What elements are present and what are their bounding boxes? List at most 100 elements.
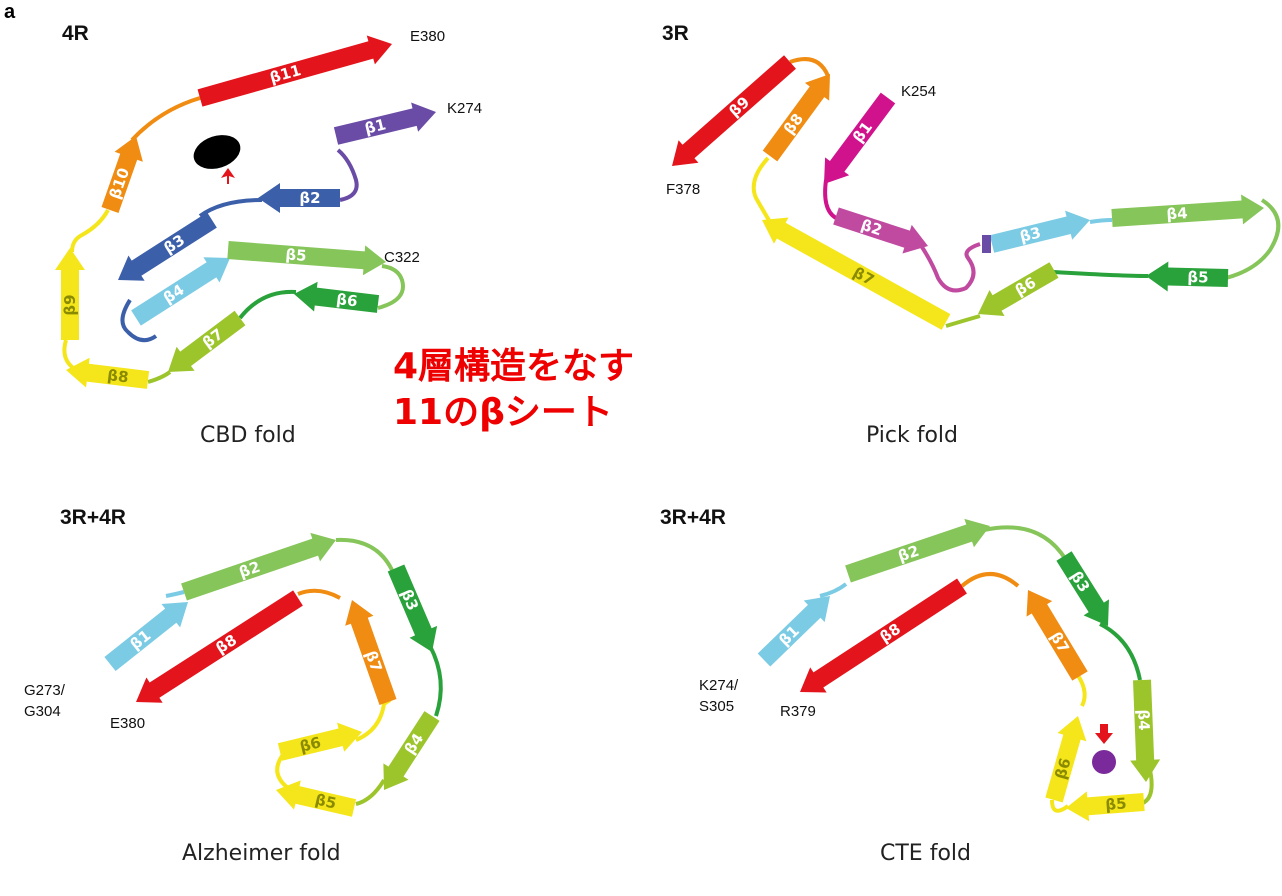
cbd-strand-label: β11 — [268, 61, 303, 87]
cte-loop-1-2 — [819, 582, 848, 598]
alz-loop-3-4 — [428, 645, 443, 717]
pick-fold-name: Pick fold — [866, 423, 958, 448]
pick-strand-beta2: β2 — [833, 207, 929, 254]
pick-loop-4-5 — [1225, 198, 1281, 280]
pick-strand-label: β5 — [1187, 268, 1209, 287]
cte-residue-start-1: K274/ — [699, 677, 739, 694]
alz-residue-start-1: G273/ — [24, 682, 66, 699]
cte-loop-7-8 — [960, 572, 1020, 588]
cte-strand-beta8: β8 — [799, 578, 967, 693]
panel-cte-fold: 3R+4R β1 β2 β3 β4 β5 β6 β7 β8 K274/ S305 R379 C… — [660, 506, 1161, 866]
alz-fold-name: Alzheimer fold — [182, 841, 341, 866]
cbd-fold-name: CBD fold — [200, 423, 296, 448]
annotation-line-1: 4層構造をなす — [393, 346, 634, 387]
cte-density-arrow-icon — [1095, 724, 1113, 744]
pick-loop-1-2 — [823, 179, 838, 220]
pick-strand-beta4: β4 — [1111, 194, 1265, 227]
alz-strand-label: β2 — [237, 558, 263, 582]
pick-strand-label: β2 — [859, 216, 885, 240]
cbd-strand-label: β5 — [285, 245, 307, 265]
cte-strand-beta4: β4 — [1130, 679, 1161, 782]
panel-letter: a — [4, 1, 16, 23]
pick-strand-beta5: β5 — [1145, 261, 1229, 292]
cbd-strand-label: β10 — [106, 165, 133, 201]
cte-strand-label: β2 — [896, 542, 922, 566]
alz-strand-beta7: β7 — [345, 599, 397, 705]
cbd-strand-label: β2 — [299, 189, 320, 207]
alz-loop-4-5 — [355, 778, 386, 806]
cte-loop-2-3 — [983, 525, 1068, 562]
pick-loop-6-7 — [945, 314, 981, 328]
pick-loop-5-6 — [1053, 270, 1149, 278]
cbd-strand-beta5: β5 — [227, 241, 386, 276]
cbd-loop-9-10 — [70, 209, 110, 253]
cbd-strand-label: β1 — [363, 115, 388, 137]
alz-strand-label: β6 — [298, 733, 323, 756]
alz-strand-beta3: β3 — [387, 564, 438, 653]
cte-strand-beta3: β3 — [1056, 551, 1109, 626]
cbd-strand-beta7: β7 — [168, 310, 246, 373]
cbd-loop-8-9 — [62, 339, 78, 372]
cbd-loop-7-8 — [147, 370, 172, 384]
cbd-residue-e380: E380 — [410, 28, 445, 45]
pick-strand-label: β3 — [1018, 223, 1043, 246]
alz-loop-7-8 — [297, 588, 341, 600]
cte-strand-label: β4 — [1134, 709, 1153, 731]
cbd-strand-beta1: β1 — [333, 102, 437, 145]
cbd-strand-label: β9 — [61, 294, 79, 315]
pick-loop-2-3 — [918, 242, 981, 293]
cte-fold-name: CTE fold — [880, 841, 971, 866]
cte-strand-label: β6 — [1051, 756, 1074, 781]
cbd-strand-label: β6 — [335, 290, 358, 310]
cbd-loop-6-7 — [238, 289, 297, 320]
cbd-loop-1-2 — [336, 148, 359, 202]
alz-loop-1-2 — [165, 590, 185, 598]
cbd-loop-5-6 — [377, 264, 405, 310]
cte-strand-beta2: β2 — [845, 518, 990, 583]
cbd-strand-beta9: β9 — [55, 248, 85, 340]
cbd-strand-beta11: β11 — [197, 35, 392, 107]
cte-strand-beta5: β5 — [1066, 791, 1145, 822]
pick-strand-beta3: β3 — [989, 210, 1091, 253]
cbd-residue-c322: C322 — [384, 249, 420, 266]
alz-strand-beta2: β2 — [181, 532, 337, 601]
cbd-loop-10-11 — [130, 96, 201, 142]
cte-isoform-label: 3R+4R — [660, 506, 726, 529]
pick-loop-8-9 — [789, 57, 830, 77]
alz-loop-6-7 — [355, 698, 392, 742]
cte-loop-3-4 — [1099, 622, 1142, 681]
alz-residue-e380: E380 — [110, 715, 145, 732]
pick-loop-7-8 — [751, 156, 772, 224]
cte-strand-beta1: β1 — [757, 595, 831, 667]
pick-loop-3-4 — [1089, 218, 1113, 224]
annotation-line-2: 11のβシート — [393, 392, 613, 433]
cte-strand-beta6: β6 — [1045, 716, 1087, 803]
cbd-strand-beta10: β10 — [101, 135, 143, 213]
cte-residue-start-2: S305 — [699, 698, 734, 715]
cbd-isoform-label: 4R — [62, 22, 89, 45]
alz-strand-beta6: β6 — [277, 722, 363, 761]
pick-residue-k254: K254 — [901, 83, 936, 100]
pick-strand-label: β4 — [1166, 204, 1188, 223]
pick-strand-beta6: β6 — [977, 262, 1059, 316]
cbd-loop-2-3 — [198, 198, 263, 218]
cte-loop-5-6 — [1050, 799, 1070, 813]
cte-residue-r379: R379 — [780, 703, 816, 720]
alz-isoform-label: 3R+4R — [60, 506, 126, 529]
alz-residue-start-2: G304 — [24, 703, 61, 720]
cte-strand-beta7: β7 — [1026, 589, 1088, 681]
cbd-strand-beta2: β2 — [258, 183, 340, 213]
cbd-density-arrow-icon — [221, 168, 235, 184]
cte-central-density — [1092, 750, 1116, 774]
pick-residue-f378: F378 — [666, 181, 700, 198]
alz-loop-2-3 — [335, 537, 394, 571]
cbd-strand-beta6: β6 — [294, 281, 380, 313]
cbd-residue-k274: K274 — [447, 100, 482, 117]
cte-strand-label: β5 — [1105, 794, 1128, 814]
alz-strand-beta5: β5 — [275, 780, 357, 817]
cbd-strand-beta8: β8 — [66, 357, 150, 389]
